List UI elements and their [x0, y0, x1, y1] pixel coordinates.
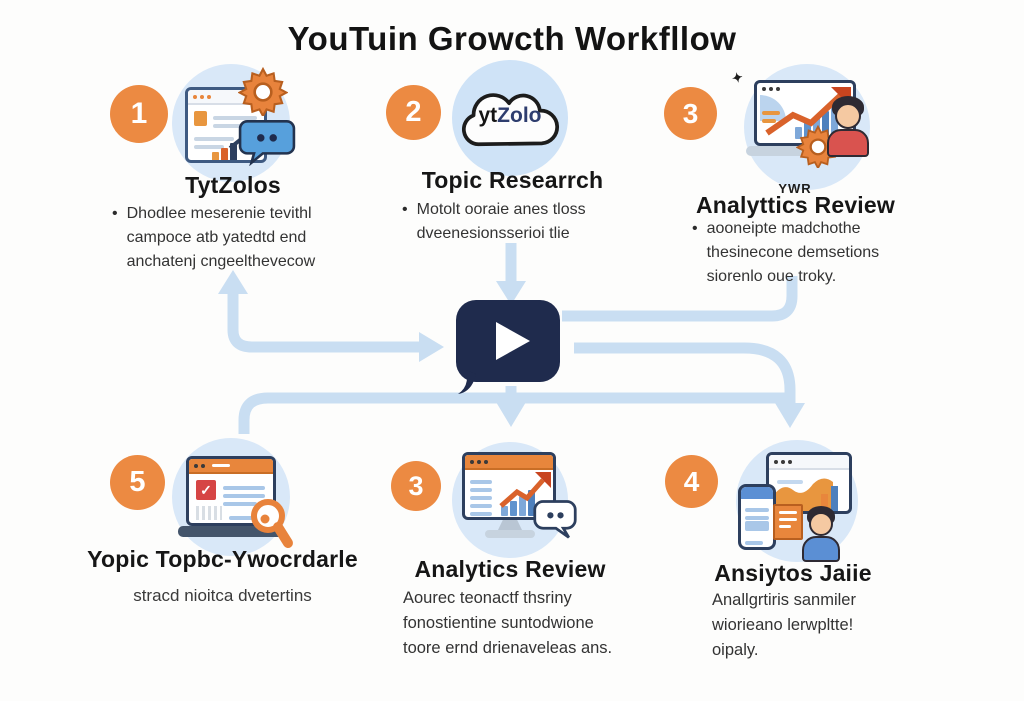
cloud-icon [461, 93, 559, 147]
step1-number-badge: 1 [110, 85, 168, 143]
gear-icon [796, 124, 840, 168]
step2-line: dveenesionsserioi tlie [416, 225, 570, 242]
step3-line: thesinecone demsetions [706, 244, 880, 261]
step3b-heading: Analytics Review [414, 556, 606, 582]
step3-number-badge: 3 [664, 87, 717, 140]
bullet-point: • [112, 205, 118, 222]
step3b-icon-circle [452, 442, 577, 558]
person-icon [800, 506, 840, 562]
laptop-base [746, 146, 834, 156]
step4-line: oipaly. [712, 640, 759, 659]
step4-heading: Ansiytos Jaiie [714, 560, 872, 586]
step3-icon-circle: ✦ [730, 64, 870, 190]
arrowhead-down-step4 [775, 403, 805, 428]
cloud-text-dark: yt [478, 104, 498, 127]
step1-line: campoce atb yatedtd end [126, 229, 307, 246]
checkbox-icon: ✓ [196, 480, 216, 500]
arrowhead-up-step1 [218, 270, 248, 294]
step1-body: • Dhodlee meserenie tevithl campoce atb … [112, 202, 334, 274]
step3-heading: Analyttics Review [696, 192, 895, 218]
step4-number: 4 [683, 465, 700, 497]
mini-bar-chart-icon [212, 143, 237, 160]
step5-number: 5 [129, 466, 146, 498]
step3b-number-badge: 3 [391, 461, 441, 511]
step2-number: 2 [405, 96, 422, 128]
step1-heading: TytZolos [185, 172, 281, 198]
step2-number-badge: 2 [386, 85, 441, 140]
step1-icon-circle [172, 64, 296, 182]
bullet-point: • [402, 201, 408, 218]
step5-number-badge: 5 [110, 455, 165, 510]
arrow-bottom-to-step5 [238, 392, 788, 434]
step5-icon-circle: ✓ [172, 438, 293, 556]
gear-icon [238, 66, 288, 116]
step2-body: • Motolt ooraie anes tloss dveenesionsse… [402, 198, 607, 246]
arrowhead-down-center [496, 281, 526, 305]
cloud-logo-text: ytZolo [452, 104, 568, 128]
person-icon [826, 96, 870, 158]
step4-line: wiorieano lerwpltte! [712, 615, 854, 634]
wave-chart-icon [773, 478, 838, 511]
bullet-point: • [692, 220, 698, 237]
arrow-step1-center-link [227, 292, 421, 353]
step3-number: 3 [682, 97, 699, 129]
card-icon [773, 504, 803, 540]
step3b-line: fonostientine suntodwione [403, 613, 594, 632]
arrow-center-to-step4 [574, 342, 796, 404]
step3b-number: 3 [408, 470, 424, 501]
step1-line: Dhodlee meserenie tevithl [126, 205, 312, 222]
smartphone-icon [738, 484, 776, 550]
monitor-screen-icon [462, 452, 556, 520]
magnifier-icon [251, 499, 293, 548]
step3-line: siorenlo oue troky. [706, 268, 837, 285]
step1-line: anchatenj cngeelthevecow [126, 253, 316, 270]
step4-body: Anallgrtiris sanmiler wiorieano lerwpltt… [712, 588, 912, 662]
cloud-text-blue: Zolo [497, 104, 542, 127]
step2-line: Motolt ooraie anes tloss [416, 201, 586, 218]
monitor-stand [498, 520, 522, 530]
play-button-icon [456, 300, 560, 394]
arrow-center-to-step3 [562, 276, 798, 322]
page-title: YouTuin Growcth Workfllow [287, 20, 737, 57]
step3b-line: toore ernd drienaveleas ans. [403, 638, 613, 657]
step3-line: aooneipte madchothe [706, 220, 861, 237]
step3b-line: Aourec teonactf thsriny [403, 589, 572, 607]
step3b-body: Aourec teonactf thsriny fonostientine su… [403, 586, 618, 660]
chat-bubble-icon [533, 500, 577, 539]
step2-icon-circle: ytZolo [452, 60, 568, 176]
laptop-base [178, 526, 284, 537]
step4-line: Anallgrtiris sanmiler [712, 591, 856, 609]
step4-number-badge: 4 [665, 455, 718, 508]
arrowhead-down-bottom-center [496, 402, 526, 427]
analytics-bars-icon [501, 488, 535, 516]
step5-heading: Yopic Topbc-Ywocrdarle [87, 546, 358, 572]
step5-body: stracd nioitca dvetertins [133, 586, 312, 605]
step3-overline: YWR [778, 181, 812, 196]
step1-number: 1 [130, 97, 148, 130]
step2-heading: Topic Researrch [421, 167, 604, 193]
step4-icon-circle [736, 440, 858, 562]
monitor-base [485, 530, 535, 538]
arrowhead-right-center [419, 332, 444, 362]
chat-bubble-icon [238, 119, 296, 166]
step3-body: • aooneipte madchothe thesinecone demset… [692, 217, 902, 289]
growth-arrow-icon [499, 472, 551, 508]
